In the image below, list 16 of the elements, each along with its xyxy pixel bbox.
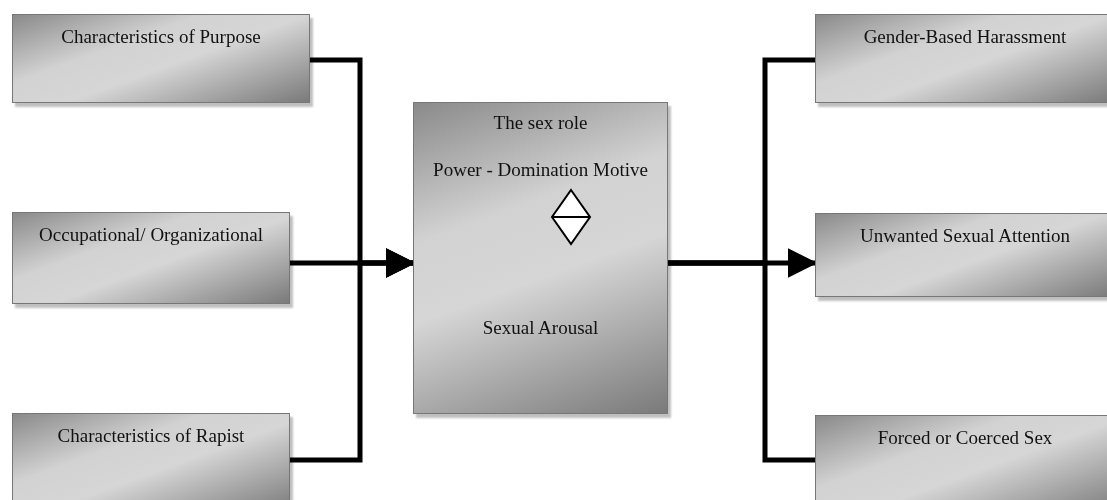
central-process-box xyxy=(413,102,668,414)
factor-box xyxy=(815,213,1107,297)
node-label: Characteristics of Purpose xyxy=(61,25,261,49)
node-label: Sexual Arousal xyxy=(482,316,599,341)
factor-box xyxy=(815,14,1107,103)
factor-box xyxy=(12,413,290,500)
node-label: Forced or Coerced Sex xyxy=(877,426,1053,450)
factor-box xyxy=(815,415,1107,500)
factor-box xyxy=(12,14,310,103)
node-label: Occupational/ Organizational xyxy=(39,223,263,247)
node-label: Power - Domination Motive xyxy=(433,157,648,182)
node-label: Gender-Based Harassment xyxy=(863,25,1067,49)
factor-box xyxy=(12,212,290,304)
node-label: Characteristics of Rapist xyxy=(57,424,245,448)
node-label: Unwanted Sexual Attention xyxy=(860,224,1070,248)
node-label: The sex role xyxy=(493,111,588,135)
